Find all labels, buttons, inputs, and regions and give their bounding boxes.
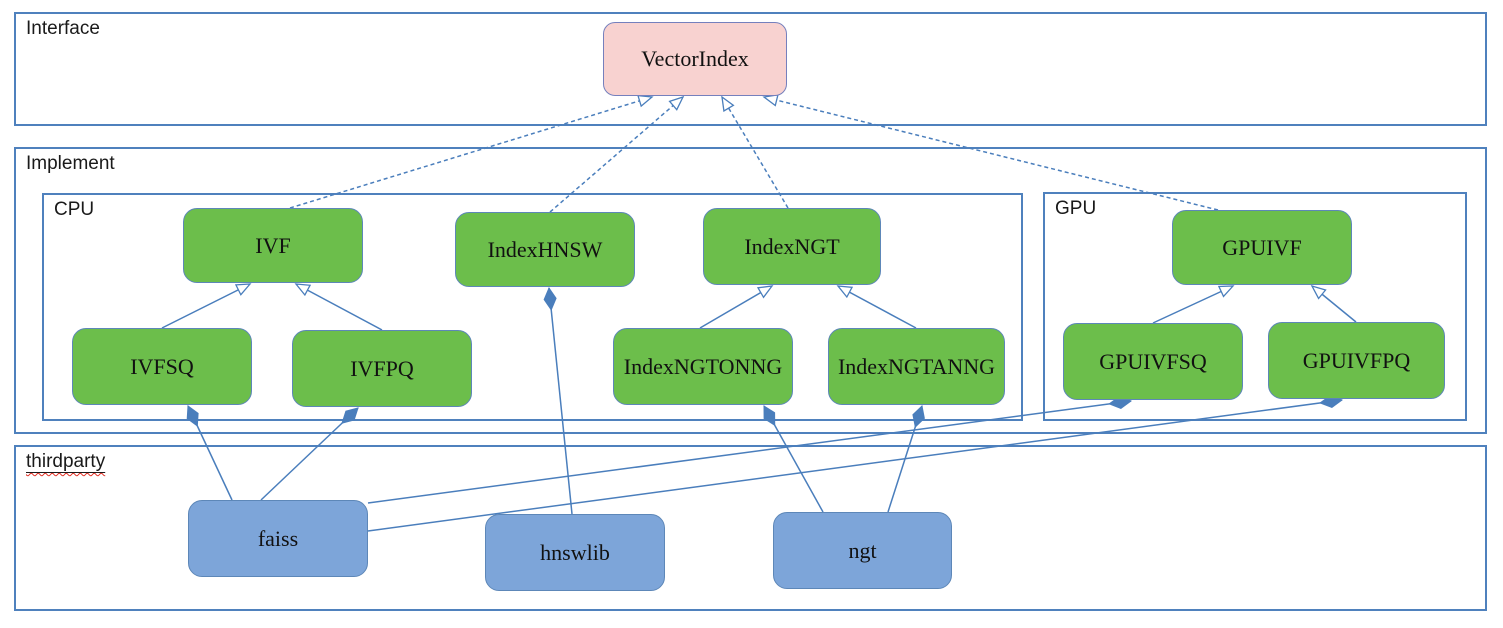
- edge-faiss-ivfpq[interactable]: [260, 408, 358, 501]
- edge-indexngt-vectorindex[interactable]: [721, 95, 789, 209]
- node-indexngt[interactable]: IndexNGT: [703, 208, 881, 285]
- node-ivf[interactable]: IVF: [183, 208, 363, 283]
- node-faiss[interactable]: faiss: [188, 500, 368, 577]
- node-vectorindex-label: VectorIndex: [641, 46, 749, 71]
- node-hnswlib-label: hnswlib: [540, 539, 610, 565]
- node-gpuivf[interactable]: GPUIVF: [1172, 210, 1352, 285]
- node-vectorindex[interactable]: VectorIndex: [603, 22, 787, 96]
- edge-ngt-indexngtonng[interactable]: [763, 406, 824, 513]
- node-indexngt-label: IndexNGT: [744, 233, 840, 259]
- edge-faiss-ivfsq[interactable]: [188, 406, 233, 501]
- container-gpu[interactable]: GPU: [1043, 192, 1467, 421]
- container-cpu[interactable]: CPU: [42, 193, 1023, 421]
- container-interface-label: Interface: [26, 18, 100, 39]
- node-ngt[interactable]: ngt: [773, 512, 952, 589]
- container-thirdparty-label: thirdparty: [26, 451, 106, 472]
- node-gpuivfpq[interactable]: GPUIVFPQ: [1268, 322, 1445, 399]
- node-faiss-label: faiss: [257, 525, 299, 551]
- container-interface[interactable]: Interface: [14, 12, 1487, 126]
- node-gpuivfsq-label: GPUIVFSQ: [1099, 348, 1207, 374]
- container-thirdparty[interactable]: thirdparty: [14, 445, 1487, 611]
- node-ivfpq-label: IVFPQ: [350, 355, 414, 381]
- node-gpuivfpq-label: GPUIVFPQ: [1302, 347, 1411, 373]
- node-gpuivf-label: GPUIVF: [1222, 234, 1302, 260]
- edge-ivfsq-ivf[interactable]: [161, 283, 252, 329]
- node-hnswlib[interactable]: hnswlib: [485, 514, 665, 591]
- edge-gpuivf-vectorindex[interactable]: [762, 94, 1219, 211]
- node-indexngtonng-label: IndexNGTONNG: [623, 353, 783, 379]
- container-implement-label: Implement: [26, 153, 115, 174]
- node-ivfsq-label: IVFSQ: [130, 353, 194, 379]
- node-indexhnsw[interactable]: IndexHNSW: [455, 212, 635, 287]
- container-implement[interactable]: Implement: [14, 147, 1487, 434]
- edge-faiss-gpuivfpq[interactable]: [367, 400, 1342, 532]
- node-indexhnsw-label: IndexHNSW: [487, 236, 603, 262]
- container-gpu-label: GPU: [1055, 198, 1097, 219]
- edge-indexhnsw-vectorindex[interactable]: [549, 95, 685, 213]
- edge-indexngtonng-indexngt[interactable]: [699, 285, 774, 329]
- node-ivfsq[interactable]: IVFSQ: [72, 328, 252, 405]
- node-indexngtanng-label: IndexNGTANNG: [837, 353, 996, 379]
- container-cpu-label: CPU: [54, 199, 95, 220]
- edge-gpuivfsq-gpuivf[interactable]: [1152, 285, 1235, 324]
- edge-indexngtanng-indexngt[interactable]: [836, 285, 917, 329]
- edge-ivfpq-ivf[interactable]: [294, 283, 383, 331]
- node-gpuivfsq[interactable]: GPUIVFSQ: [1063, 323, 1243, 400]
- edge-ivf-vectorindex[interactable]: [289, 94, 654, 209]
- node-indexngtanng[interactable]: IndexNGTANNG: [828, 328, 1005, 405]
- edge-gpuivfpq-gpuivf[interactable]: [1310, 284, 1357, 323]
- node-ngt-label: ngt: [848, 537, 877, 563]
- node-ivf-label: IVF: [255, 232, 291, 258]
- node-indexngtonng[interactable]: IndexNGTONNG: [613, 328, 793, 405]
- edge-faiss-gpuivfsq[interactable]: [367, 401, 1131, 504]
- node-ivfpq[interactable]: IVFPQ: [292, 330, 472, 407]
